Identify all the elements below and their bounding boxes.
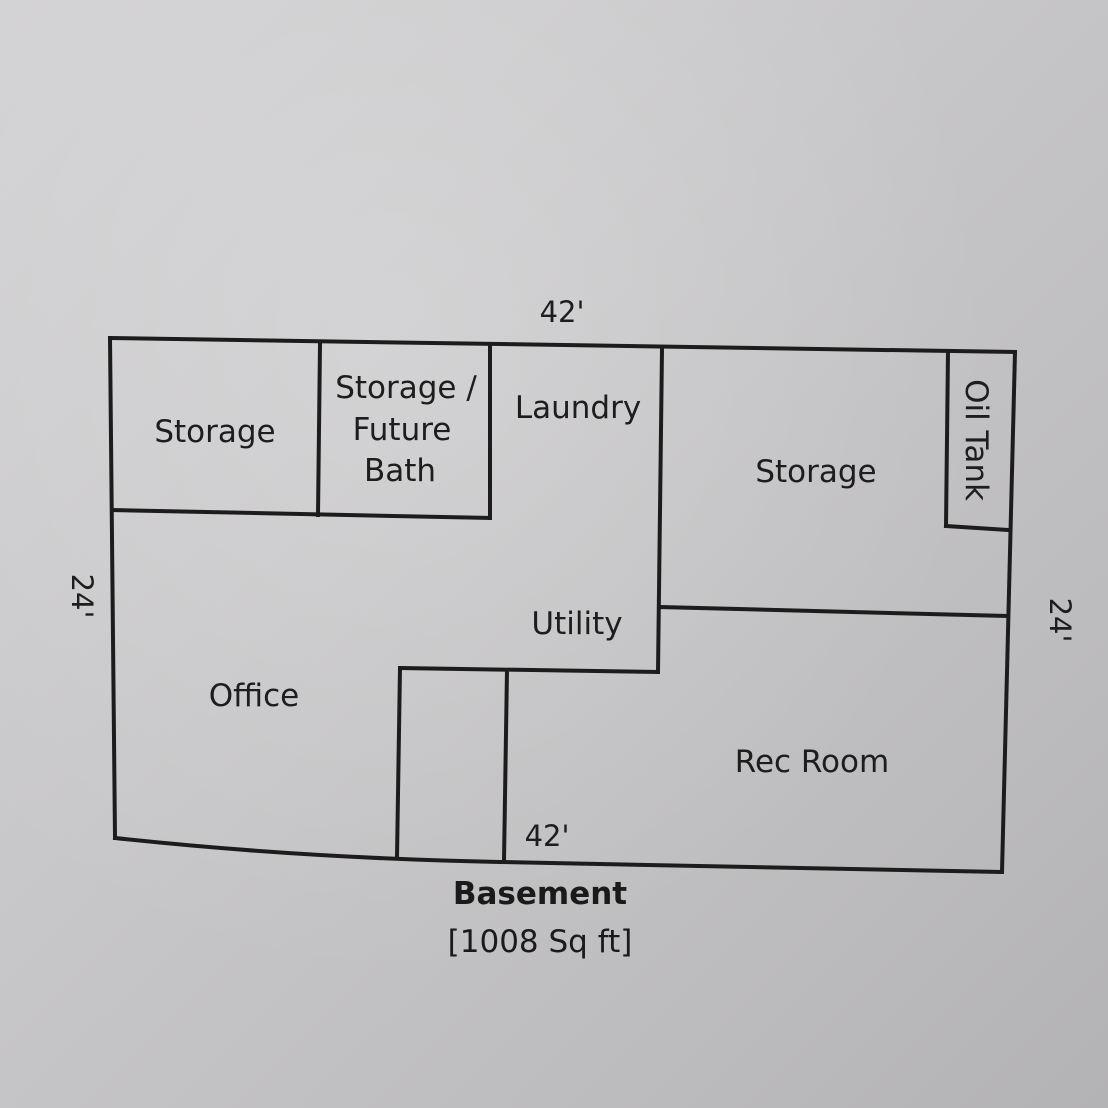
wall-oil-tank-left <box>943 349 951 529</box>
room-storage-right: Storage <box>755 454 876 490</box>
dimension-bottom: 42' <box>525 819 570 853</box>
wall-storage-bottom <box>109 507 493 521</box>
room-storage-left: Storage <box>154 414 275 450</box>
wall-storage-bath-divider <box>315 341 323 518</box>
plan-title: Basement <box>452 876 628 912</box>
wall-closet-left <box>394 665 403 860</box>
outer-wall-left <box>107 335 118 841</box>
dimension-left: 24' <box>65 574 99 619</box>
room-storage-bath-line-3: Bath <box>364 453 436 489</box>
plan-area: [1008 Sq ft] <box>447 924 633 960</box>
wall-closet-right <box>501 667 510 864</box>
dimension-top: 42' <box>540 295 585 329</box>
dimension-right: 24' <box>1043 598 1077 643</box>
outer-wall-top <box>107 335 1018 355</box>
wall-utility-right <box>655 346 665 675</box>
room-storage-bath-line-1: Storage / <box>335 370 477 406</box>
wall-oil-tank-bottom <box>943 523 1011 533</box>
wall-rec-room-top <box>657 604 1009 619</box>
room-utility: Utility <box>531 606 622 642</box>
outer-wall-bottom <box>112 835 1005 875</box>
room-office: Office <box>209 678 300 714</box>
room-oil-tank: Oil Tank <box>958 379 994 501</box>
room-laundry: Laundry <box>515 390 641 426</box>
wall-utility-bottom <box>397 665 661 675</box>
outer-wall-right <box>999 349 1018 875</box>
room-rec-room: Rec Room <box>735 744 889 780</box>
room-storage-bath-line-2: Future <box>353 412 452 448</box>
